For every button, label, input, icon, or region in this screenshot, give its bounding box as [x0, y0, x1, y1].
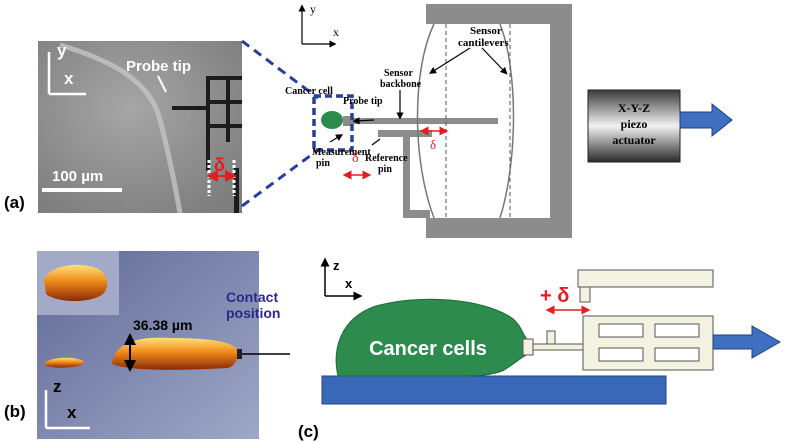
- zoom-line-top: [241, 39, 319, 100]
- height-label: 36.38 µm: [133, 317, 192, 333]
- sensor-frame: [426, 4, 572, 238]
- contact-label-line1: Contact: [226, 289, 278, 305]
- panel-b-axis-x: x: [67, 403, 77, 422]
- cell-boundary: [59, 42, 183, 214]
- reference-pin-c: [546, 330, 556, 345]
- pointer-probe-tip: [352, 117, 375, 125]
- panel-c-delta-label: + δ: [540, 285, 569, 307]
- zoom-box: [312, 94, 354, 152]
- schematic-axis-y: y: [310, 2, 316, 16]
- panel-b-axes: [44, 390, 90, 430]
- pointer-cantilever-left: [428, 47, 471, 74]
- label-measurement-line2: pin: [316, 158, 330, 169]
- actuator-line2: piezo: [621, 117, 648, 131]
- pointer-cantilever-right: [481, 47, 508, 75]
- schematic-probe-tip: [343, 116, 351, 126]
- actuator-line3: actuator: [612, 133, 656, 147]
- schematic-axes: [298, 4, 337, 48]
- schematic-axis-x: x: [333, 25, 339, 39]
- label-probe-tip: Probe tip: [343, 96, 383, 107]
- micro-delta-label: δ: [214, 155, 225, 175]
- micro-axes: [47, 52, 86, 96]
- micro-axis-y: y: [57, 41, 67, 60]
- inset-cell: [44, 264, 108, 302]
- cantilever-right-curve: [499, 23, 515, 219]
- label-backbone-line2: backbone: [380, 79, 422, 90]
- probe-contact: [237, 349, 242, 359]
- actuator-motion-arrow: [679, 102, 733, 138]
- cancer-cells-label: Cancer cells: [369, 338, 487, 360]
- sensor-backbone: [350, 118, 498, 124]
- label-cantilevers-line1: Sensor: [470, 25, 502, 37]
- cantilever-delta-label: δ: [430, 137, 436, 152]
- reference-plate-pin: [579, 286, 591, 303]
- body-window-1: [598, 323, 644, 338]
- schematic-delta-label: δ: [352, 151, 359, 166]
- micro-axis-x: x: [64, 69, 74, 88]
- probe-rod-c: [532, 343, 584, 351]
- panel-b-confocal: 36.38 µm Contact position z x: [37, 251, 290, 439]
- panel-c-axis-z: z: [333, 258, 340, 273]
- panel-a-label: (a): [4, 193, 25, 212]
- micro-scale-bar: [42, 188, 122, 192]
- micro-cantilever-structure: [172, 76, 242, 213]
- schematic-cancer-cell: [321, 111, 343, 129]
- panel-a-micrograph: δ y x Probe tip 100 µm: [37, 41, 242, 214]
- panel-c-axis-x: x: [345, 276, 353, 291]
- micro-probe-tip-label: Probe tip: [126, 58, 191, 75]
- label-cancer-cell: Cancer cell: [285, 86, 333, 97]
- label-reference-line2: pin: [378, 164, 392, 175]
- substrate: [321, 375, 667, 405]
- panel-a-schematic: y x δ Cancer cell Probe tip Measurement …: [285, 2, 733, 238]
- panel-c-motion-arrow: [712, 325, 782, 359]
- pointer-reference-pin: [371, 138, 381, 146]
- micro-probe-pointer: [157, 75, 167, 93]
- cantilever-left-curve: [416, 23, 435, 219]
- body-window-4: [654, 347, 700, 362]
- label-measurement-line1: Measurement: [312, 147, 371, 158]
- zoom-line-bottom: [241, 148, 319, 208]
- panel-c-axes: [320, 257, 363, 301]
- panel-c-schematic: z x Cancer cells + δ: [320, 257, 782, 405]
- panel-c-label: (c): [298, 422, 319, 441]
- side-cell-large: [112, 337, 238, 370]
- reference-plate-c: [577, 269, 714, 288]
- cancer-cells-blob: [335, 298, 529, 377]
- body-window-2: [654, 323, 700, 338]
- label-cantilevers-line2: cantilevers: [458, 37, 509, 49]
- panel-b-axis-z: z: [53, 377, 62, 396]
- actuator-line1: X-Y-Z: [618, 101, 650, 115]
- side-cell-small: [44, 357, 85, 368]
- probe-tip-c: [522, 338, 534, 356]
- body-window-3: [598, 347, 644, 362]
- label-backbone-line1: Sensor: [384, 68, 413, 79]
- contact-label-line2: position: [226, 305, 280, 321]
- micro-scale-label: 100 µm: [52, 168, 103, 185]
- panel-b-label: (b): [4, 402, 26, 421]
- reference-pin-structure: [378, 130, 432, 218]
- pointer-measurement-pin: [329, 134, 344, 143]
- label-reference-line1: Reference: [365, 153, 408, 164]
- piezo-actuator: [587, 89, 681, 163]
